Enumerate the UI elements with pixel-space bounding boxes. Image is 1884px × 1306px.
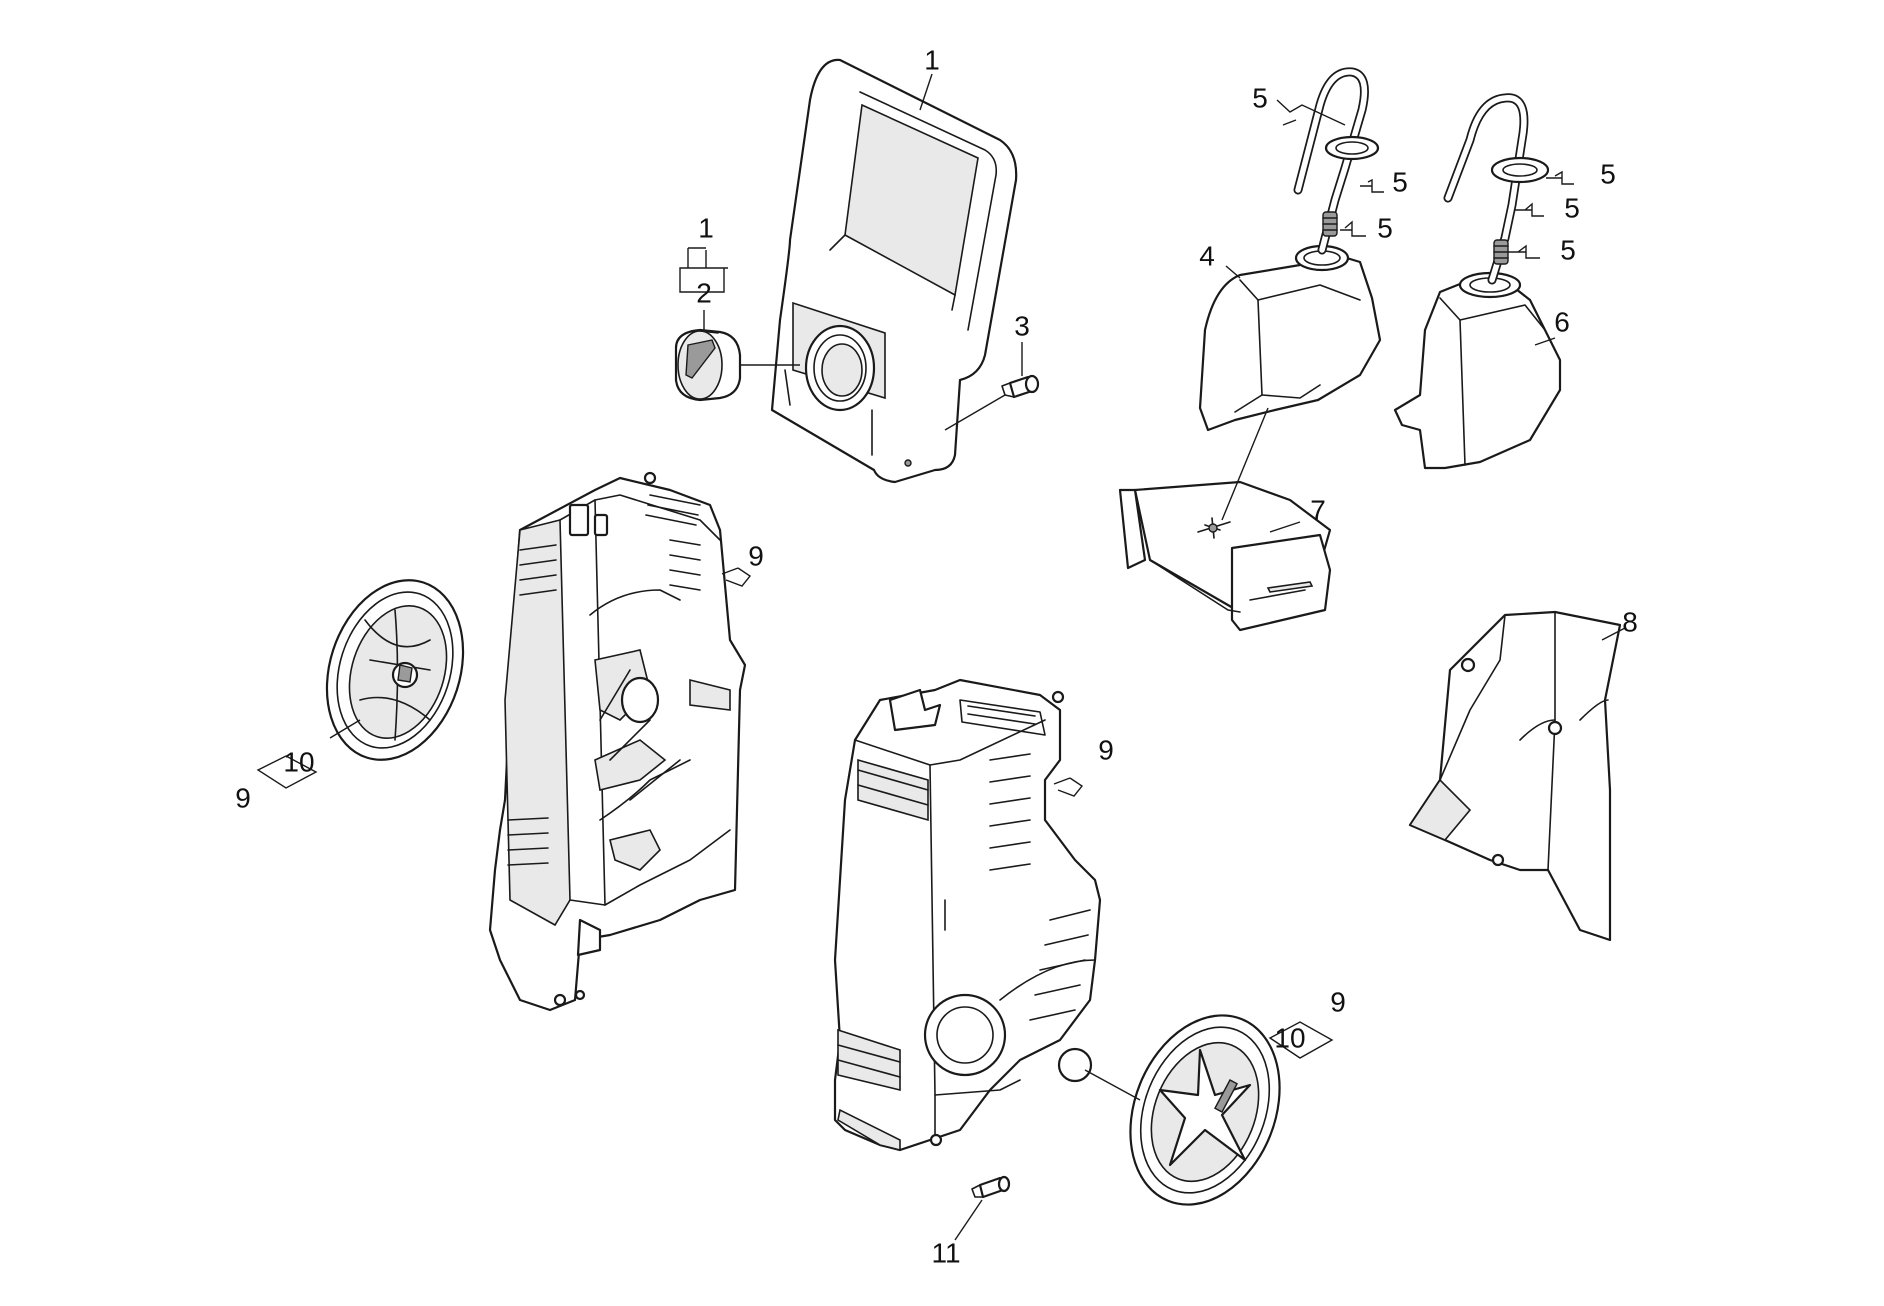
part-1-front-cover	[770, 58, 1018, 484]
callout-5-f: 5	[1560, 234, 1576, 265]
callout-5-d: 5	[1600, 158, 1616, 189]
callout-1-group: 1	[698, 212, 714, 243]
callout-6: 6	[1554, 306, 1570, 337]
callout-9-mid: 9	[1098, 734, 1114, 765]
callout-5-e: 5	[1564, 192, 1580, 223]
housing-left-half	[488, 471, 747, 1012]
callout-4: 4	[1199, 240, 1215, 271]
callout-11: 11	[931, 1237, 960, 1268]
part-6-detergent-tank	[1393, 271, 1562, 470]
part-5-suction-hose-left	[1293, 67, 1380, 255]
callout-3: 3	[1014, 310, 1030, 341]
housing-right-half	[833, 678, 1102, 1152]
part-7-tank-holder	[1118, 480, 1332, 632]
callout-9-right: 9	[1330, 986, 1346, 1017]
callout-labels: 1 1 2 3 4 5 5 5 5 5 5 6 7 8 9 10 9 9 9 1…	[235, 44, 1638, 1268]
leader-lines	[256, 73, 1626, 1241]
callout-7: 7	[1310, 494, 1326, 525]
part-3-screw	[1001, 374, 1040, 399]
callout-5-a: 5	[1252, 82, 1268, 113]
part-5-suction-hose-right	[1443, 93, 1550, 285]
callout-5-b: 5	[1392, 166, 1408, 197]
part-10-wheel-right	[1129, 1014, 1281, 1206]
callout-10-right: 10	[1274, 1022, 1305, 1053]
callout-10-left: 10	[283, 746, 314, 777]
callout-9-left: 9	[235, 782, 251, 813]
callout-5-c: 5	[1377, 212, 1393, 243]
part-8-rear-panel	[1408, 610, 1622, 942]
part-2-selector-knob	[674, 328, 742, 402]
part-11-screw	[971, 1175, 1011, 1199]
part-4-detergent-tank	[1198, 244, 1382, 432]
callout-9-upper: 9	[748, 540, 764, 571]
callout-2: 2	[696, 277, 712, 308]
callout-1-top: 1	[924, 44, 940, 75]
callout-8: 8	[1622, 606, 1638, 637]
part-10-wheel-left	[325, 579, 465, 761]
